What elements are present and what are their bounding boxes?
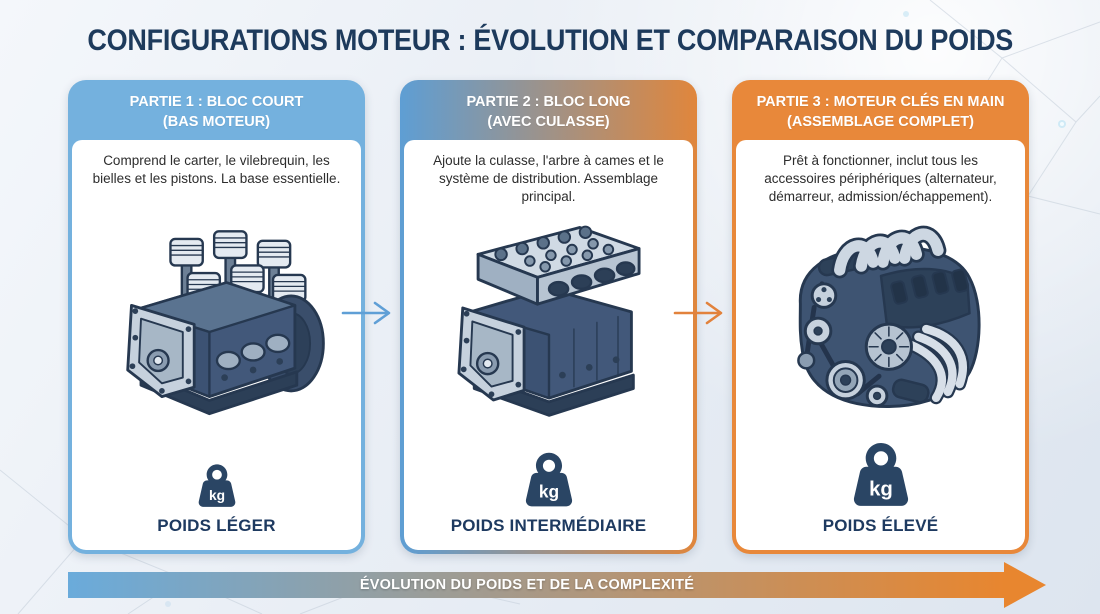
card-header-line1: PARTIE 2 : BLOC LONG bbox=[466, 93, 631, 110]
card-description: Comprend le carter, le vilebrequin, les … bbox=[92, 153, 341, 186]
weight-kg-icon: kg bbox=[194, 430, 240, 508]
card-short-block-body: Comprend le carter, le vilebrequin, les … bbox=[72, 140, 361, 550]
evolution-arrow-bar: ÉVOLUTION DU POIDS ET DE LA COMPLEXITÉ bbox=[68, 562, 1046, 608]
card-long-block-header: PARTIE 2 : BLOC LONG (AVEC CULASSE) bbox=[404, 84, 693, 140]
weight-label: POIDS INTERMÉDIAIRE bbox=[450, 516, 647, 535]
card-header-line1: PARTIE 3 : MOTEUR CLÉS EN MAIN bbox=[756, 93, 1005, 110]
card-complete-engine-header: PARTIE 3 : MOTEUR CLÉS EN MAIN (ASSEMBLA… bbox=[736, 84, 1025, 140]
card-header-line1: PARTIE 1 : BLOC COURT bbox=[129, 93, 304, 110]
card-description: Prêt à fonctionner, inclut tous les acce… bbox=[764, 153, 997, 204]
evolution-arrow-label: ÉVOLUTION DU POIDS ET DE LA COMPLEXITÉ bbox=[359, 577, 695, 593]
kg-text: kg bbox=[538, 482, 558, 502]
card-long-block: PARTIE 2 : BLOC LONG (AVEC CULASSE) Ajou… bbox=[400, 80, 697, 554]
card-long-block-body: Ajoute la culasse, l'arbre à cames et le… bbox=[404, 140, 693, 550]
card-description: Ajoute la culasse, l'arbre à cames et le… bbox=[433, 153, 664, 204]
card-header-line2: (ASSEMBLAGE COMPLET) bbox=[787, 114, 974, 130]
card-header-line2: (BAS MOTEUR) bbox=[162, 114, 271, 130]
card-complete-engine: PARTIE 3 : MOTEUR CLÉS EN MAIN (ASSEMBLA… bbox=[732, 80, 1029, 554]
engine-illustration-short-block bbox=[84, 208, 349, 430]
card-short-block: PARTIE 1 : BLOC COURT (BAS MOTEUR) Compr… bbox=[68, 80, 365, 554]
flow-arrow-blue bbox=[341, 301, 391, 325]
card-short-block-header: PARTIE 1 : BLOC COURT (BAS MOTEUR) bbox=[72, 84, 361, 140]
weight-kg-icon: kg bbox=[847, 430, 915, 508]
cards-row: PARTIE 1 : BLOC COURT (BAS MOTEUR) Compr… bbox=[68, 80, 1029, 554]
weight-label: POIDS ÉLEVÉ bbox=[822, 516, 939, 535]
page-title: CONFIGURATIONS MOTEUR : ÉVOLUTION ET COM… bbox=[87, 24, 1013, 57]
engine-illustration-long-block bbox=[416, 208, 681, 430]
card-complete-engine-body: Prêt à fonctionner, inclut tous les acce… bbox=[736, 140, 1025, 550]
flow-arrow-orange bbox=[673, 301, 723, 325]
weight-kg-icon: kg bbox=[520, 430, 578, 508]
weight-label: POIDS LÉGER bbox=[157, 516, 276, 535]
gradient-arrow-shape bbox=[68, 562, 1046, 608]
kg-text: kg bbox=[208, 488, 224, 503]
engine-illustration-complete bbox=[748, 208, 1013, 430]
card-header-line2: (AVEC CULASSE) bbox=[487, 114, 610, 130]
kg-text: kg bbox=[869, 479, 893, 501]
